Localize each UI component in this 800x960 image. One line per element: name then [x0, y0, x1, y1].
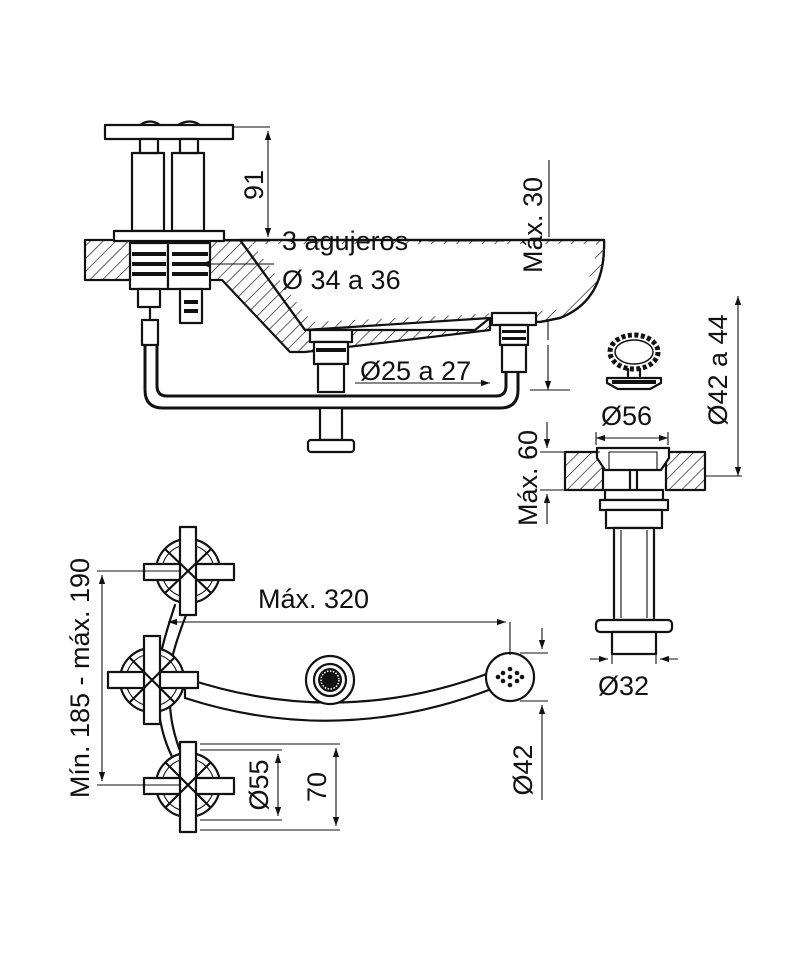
label-spray-diameter: Ø42 — [508, 744, 538, 795]
handle-bottom — [142, 740, 236, 834]
label-max-reach: Máx. 320 — [258, 584, 369, 614]
dim-91: 91 — [239, 170, 269, 200]
label-3-agujeros: 3 agujeros — [282, 226, 408, 256]
basin-outline — [238, 238, 606, 324]
right-outlet — [490, 311, 538, 327]
section-view — [83, 120, 606, 454]
label-tail-diameter: Ø32 — [598, 671, 649, 701]
center-outlet — [308, 328, 354, 344]
handle-base-plate — [112, 229, 226, 243]
label-drain-hole: Ø25 a 27 — [360, 356, 471, 386]
top-crossbar — [103, 123, 235, 141]
plan-view — [106, 525, 536, 834]
plan-dimensions: Mín. 185 - máx. 190 Máx. 320 Ø55 70 Ø42 — [65, 558, 548, 831]
label-max-30: Máx. 30 — [518, 177, 548, 273]
label-max-60: Máx. 60 — [513, 430, 543, 526]
label-handle-diameter: Ø55 — [244, 759, 274, 810]
plug-chain — [607, 332, 661, 372]
label-waste-range: Ø42 a 44 — [703, 314, 733, 425]
left-handle-stem — [130, 151, 166, 233]
basin-inner — [252, 244, 596, 322]
label-plug-diameter: Ø56 — [601, 401, 652, 431]
handle-middle — [106, 634, 200, 726]
spray-head — [484, 651, 536, 703]
plug-and-waste: Ø56 Ø42 a 44 Máx. 60 Ø32 — [513, 296, 742, 701]
waste-countertop-right — [664, 450, 707, 492]
right-handle-stem — [170, 151, 206, 233]
label-holes-diameter: Ø 34 a 36 — [282, 265, 401, 295]
drain-center — [304, 654, 356, 706]
top-dimensions: 91 3 agujeros Ø 34 a 36 Máx. 30 Ø25 a 27 — [200, 126, 570, 391]
label-handle-spacing: 70 — [302, 772, 332, 802]
label-spacing-range: Mín. 185 - máx. 190 — [65, 558, 95, 798]
